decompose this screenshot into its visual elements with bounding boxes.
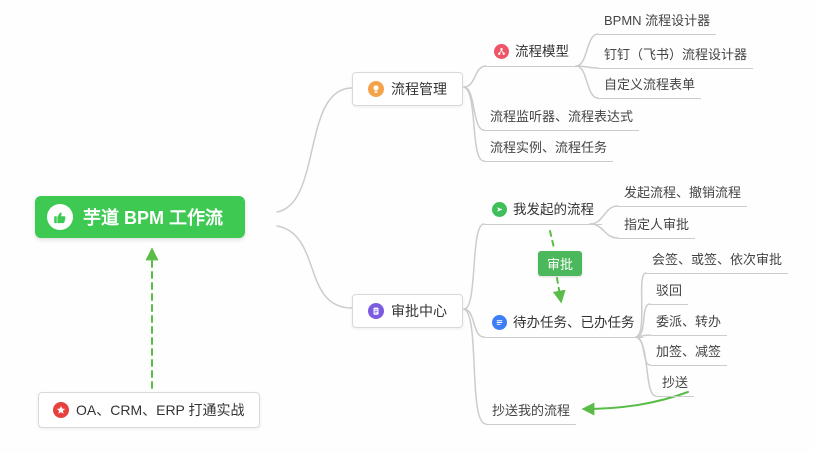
clipboard-icon [368, 303, 384, 319]
node-integration[interactable]: OA、CRM、ERP 打通实战 [38, 392, 260, 428]
tag-label: 审批 [547, 257, 574, 272]
edge-myinit-assignee [589, 223, 619, 239]
node-label: BPMN 流程设计器 [604, 13, 711, 28]
node-label: 发起流程、撤销流程 [624, 185, 742, 200]
edge-todo-countersign [635, 272, 647, 338]
edge-todo-reject [635, 303, 651, 338]
node-listener-expression[interactable]: 流程监听器、流程表达式 [484, 106, 640, 131]
node-reject[interactable]: 驳回 [650, 280, 689, 305]
node-label: OA、CRM、ERP 打通实战 [76, 402, 245, 418]
lightbulb-icon [368, 81, 384, 97]
edge-root-process [276, 87, 353, 213]
edge-process-instance [463, 86, 485, 162]
node-todo-done[interactable]: 待办任务、已办任务 [484, 311, 643, 338]
node-delegate-transfer[interactable]: 委派、转办 [650, 311, 728, 336]
node-label: 驳回 [656, 283, 683, 298]
node-bpmn-designer[interactable]: BPMN 流程设计器 [598, 10, 717, 35]
node-add-reduce-sign[interactable]: 加签、减签 [650, 341, 728, 366]
approval-tag: 审批 [538, 251, 583, 276]
node-custom-form[interactable]: 自定义流程表单 [598, 74, 702, 99]
node-process-management[interactable]: 流程管理 [352, 72, 463, 106]
node-assignee-approval[interactable]: 指定人审批 [618, 214, 696, 239]
node-initiate-cancel[interactable]: 发起流程、撤销流程 [618, 182, 748, 207]
edge-model-custom [575, 65, 599, 99]
node-label: 自定义流程表单 [604, 77, 696, 92]
edge-approval-myinit [463, 223, 485, 310]
node-process-model[interactable]: 流程模型 [486, 40, 577, 67]
node-label: 流程管理 [391, 81, 447, 97]
node-label: 委派、转办 [656, 314, 722, 329]
node-approval-center[interactable]: 审批中心 [352, 294, 463, 328]
edge-approval-ccmy [463, 308, 487, 425]
edge-approval-todo [463, 308, 485, 338]
arrow-myinit-tag [549, 230, 555, 249]
node-instance-task[interactable]: 流程实例、流程任务 [484, 137, 614, 162]
node-label: 审批中心 [391, 303, 447, 319]
edge-myinit-initcancel [589, 205, 619, 225]
root-label: 芋道 BPM 工作流 [83, 208, 224, 228]
arrow-cc-ccmy [581, 391, 689, 416]
node-label: 流程监听器、流程表达式 [490, 109, 634, 124]
node-label: 抄送我的流程 [492, 403, 571, 418]
node-cc-my-process[interactable]: 抄送我的流程 [486, 400, 577, 425]
node-label: 加签、减签 [656, 344, 722, 359]
node-label: 待办任务、已办任务 [513, 315, 635, 330]
node-countersign[interactable]: 会签、或签、依次审批 [646, 249, 789, 274]
node-dingtalk-designer[interactable]: 钉钉（飞书）流程设计器 [598, 44, 754, 69]
node-label: 我发起的流程 [513, 202, 594, 217]
tasks-icon [492, 315, 507, 330]
node-label: 会签、或签、依次审批 [652, 252, 783, 267]
node-cc[interactable]: 抄送 [656, 372, 695, 397]
flow-icon [494, 44, 509, 59]
node-label: 流程模型 [515, 44, 569, 59]
root-node[interactable]: 芋道 BPM 工作流 [35, 196, 246, 238]
edge-root-approval [276, 225, 353, 309]
node-label: 钉钉（飞书）流程设计器 [604, 47, 748, 62]
arrow-tag-todo [552, 277, 566, 304]
edge-model-bpmn [575, 33, 599, 67]
star-icon [53, 402, 69, 418]
edge-todo-addsign [635, 336, 651, 366]
node-label: 抄送 [662, 375, 689, 390]
node-label: 流程实例、流程任务 [490, 140, 608, 155]
edge-process-model [463, 65, 487, 88]
node-my-initiated[interactable]: 我发起的流程 [484, 198, 602, 225]
node-label: 指定人审批 [624, 217, 690, 232]
send-icon [492, 202, 507, 217]
edge-todo-cc [635, 336, 657, 397]
thumbs-up-icon [47, 204, 73, 230]
